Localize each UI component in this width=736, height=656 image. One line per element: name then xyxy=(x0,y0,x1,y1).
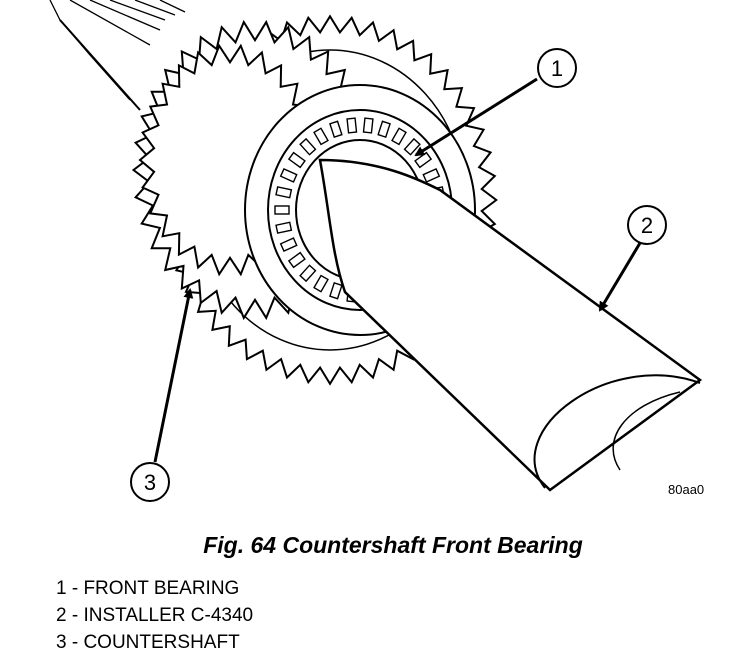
bearing-roller xyxy=(391,127,407,146)
callout-1-number: 1 xyxy=(551,56,563,81)
figure-caption: Fig. 64 Countershaft Front Bearing xyxy=(203,532,583,558)
figure-code: 80aa0 xyxy=(668,482,704,497)
legend-item: 2 - INSTALLER C-4340 xyxy=(56,605,254,626)
bearing-roller xyxy=(274,205,290,215)
bearing-roller xyxy=(414,151,433,169)
bearing-roller xyxy=(299,137,317,156)
installer-tool xyxy=(318,158,703,492)
callout-2: 2 xyxy=(598,205,667,312)
legend-item: 3 - COUNTERSHAFT xyxy=(56,632,240,653)
bearing-roller xyxy=(329,120,343,138)
countershaft-spline-section xyxy=(49,0,186,111)
legend-list: 1 - FRONT BEARING 2 - INSTALLER C-4340 3… xyxy=(56,575,253,656)
legend-item: 1 - FRONT BEARING xyxy=(56,578,240,599)
callout-3: 3 xyxy=(130,288,194,502)
bearing-roller xyxy=(362,117,374,134)
bearing-roller xyxy=(299,264,317,283)
callout-1: 1 xyxy=(414,48,577,157)
bearing-roller xyxy=(275,221,293,234)
bearing-roller xyxy=(275,186,293,199)
bearing-roller xyxy=(313,274,329,293)
bearing-roller xyxy=(287,251,306,269)
callout-3-number: 3 xyxy=(144,470,156,495)
bearing-roller xyxy=(377,120,391,138)
bearing-roller xyxy=(313,127,329,146)
bearing-roller xyxy=(279,237,298,253)
bearing-roller xyxy=(422,167,441,183)
countershaft-illustration: 1 2 3 80aa0 xyxy=(49,0,704,502)
bearing-roller xyxy=(279,167,298,183)
bearing-roller xyxy=(346,117,358,134)
callout-2-number: 2 xyxy=(641,213,653,238)
bearing-roller xyxy=(287,151,306,169)
bearing-roller xyxy=(329,282,343,300)
